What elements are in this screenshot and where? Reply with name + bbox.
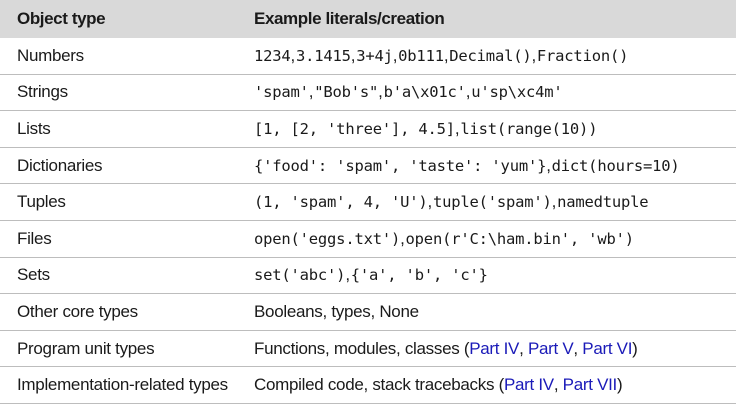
code-literal: u'sp\xc4m' (471, 83, 563, 102)
table-row: Files open('eggs.txt'),open(r'C:\ham.bin'… (0, 221, 736, 258)
description-text: , (573, 338, 583, 358)
table-row: Program unit types Functions, modules, cl… (0, 331, 736, 368)
object-type-cell: Sets (17, 265, 50, 285)
example-cell: Functions, modules, classes (Part IV, Pa… (254, 331, 732, 367)
description-text: Compiled code, stack tracebacks ( (254, 375, 504, 395)
example-cell: open('eggs.txt'),open(r'C:\ham.bin', 'wb… (254, 221, 732, 257)
table-header: Object type Example literals/creation (0, 0, 736, 38)
separator: , (531, 45, 536, 65)
description-text: ) (616, 375, 623, 395)
example-cell: Compiled code, stack tracebacks (Part IV… (254, 367, 732, 403)
object-type-cell: Other core types (17, 301, 138, 321)
table-row: Strings'spam',"Bob's",b'a\x01c',u'sp\xc4… (0, 75, 736, 112)
example-cell: Booleans, types, None (254, 294, 732, 330)
description-text: ) (632, 338, 638, 358)
code-literal: Decimal() (449, 46, 532, 65)
code-literal: open(r'C:\ham.bin', 'wb') (405, 229, 634, 248)
table-row: Implementation-related types Compiled cod… (0, 367, 736, 404)
code-literal: "Bob's" (314, 83, 379, 102)
separator: , (400, 228, 405, 248)
separator: , (350, 45, 356, 65)
code-literal: Fraction() (536, 46, 629, 65)
object-type-cell: Tuples (17, 192, 66, 212)
part-link[interactable]: Part V (527, 338, 574, 358)
code-literal: 3+4j (356, 46, 393, 65)
object-type-cell: Implementation-related types (17, 375, 228, 395)
object-type-cell: Program unit types (17, 338, 155, 358)
example-cell: set('abc'),{'a', 'b', 'c'} (254, 258, 732, 294)
separator: , (551, 192, 557, 212)
code-literal: tuple('spam') (432, 193, 552, 212)
code-literal: list(range(10)) (460, 119, 598, 138)
object-type-cell: Dictionaries (17, 155, 103, 175)
code-literal: dict(hours=10) (551, 156, 680, 175)
code-literal: 0b111 (398, 46, 444, 65)
example-cell: [1, [2, 'three'], 4.5],list(range(10)) (254, 111, 732, 147)
part-link[interactable]: Part VII (562, 375, 618, 395)
table-row: Sets set('abc'),{'a', 'b', 'c'} (0, 258, 736, 295)
separator: , (443, 45, 449, 65)
part-link[interactable]: Part VI (582, 338, 633, 358)
table-row: Dictionaries {'food': 'spam', 'taste': 'y… (0, 148, 736, 185)
object-type-cell: Numbers (17, 45, 84, 65)
separator: , (290, 45, 296, 65)
code-literal: 3.1415 (295, 46, 351, 65)
separator: , (454, 118, 460, 138)
example-cell: (1, 'spam', 4, 'U'),tuple('spam'),namedt… (254, 184, 732, 220)
example-cell: 1234,3.1415,3+4j,0b111,Decimal(),Fractio… (254, 38, 732, 74)
code-literal: {'food': 'spam', 'taste': 'yum'} (254, 156, 547, 175)
table-row: Other core types Booleans, types, None (0, 294, 736, 331)
separator: , (378, 82, 383, 102)
description-text: Functions, modules, classes ( (254, 338, 470, 358)
table-row: Tuples (1, 'spam', 4, 'U'),tuple('spam'),… (0, 184, 736, 221)
code-literal: namedtuple (557, 193, 649, 212)
description-text: , (553, 375, 563, 395)
example-cell: 'spam',"Bob's",b'a\x01c',u'sp\xc4m' (254, 75, 732, 111)
part-link[interactable]: Part IV (469, 338, 520, 358)
object-type-cell: Files (17, 228, 52, 248)
object-type-cell: Strings (17, 82, 68, 102)
code-literal: 1234 (254, 46, 291, 65)
code-literal: (1, 'spam', 4, 'U') (254, 193, 428, 212)
description-text: , (519, 338, 528, 358)
header-example-literals: Example literals/creation (254, 9, 445, 28)
code-literal: {'a', 'b', 'c'} (350, 266, 488, 285)
example-cell: {'food': 'spam', 'taste': 'yum'},dict(ho… (254, 148, 732, 184)
separator: , (392, 45, 398, 65)
code-literal: set('abc') (254, 266, 346, 285)
separator: , (465, 82, 471, 102)
code-literal: [1, [2, 'three'], 4.5] (254, 119, 455, 138)
separator: , (546, 155, 551, 175)
separator: , (427, 192, 433, 212)
table-row: Lists [1, [2, 'three'], 4.5],list(range(1… (0, 111, 736, 148)
header-object-type: Object type (17, 9, 106, 28)
separator: , (345, 265, 350, 285)
part-link[interactable]: Part IV (503, 375, 554, 395)
code-literal: b'a\x01c' (383, 83, 466, 102)
code-literal: open('eggs.txt') (254, 229, 401, 248)
code-literal: 'spam' (254, 83, 309, 102)
object-type-cell: Lists (17, 118, 51, 138)
description-text: Booleans, types, None (254, 301, 419, 321)
separator: , (308, 82, 314, 102)
